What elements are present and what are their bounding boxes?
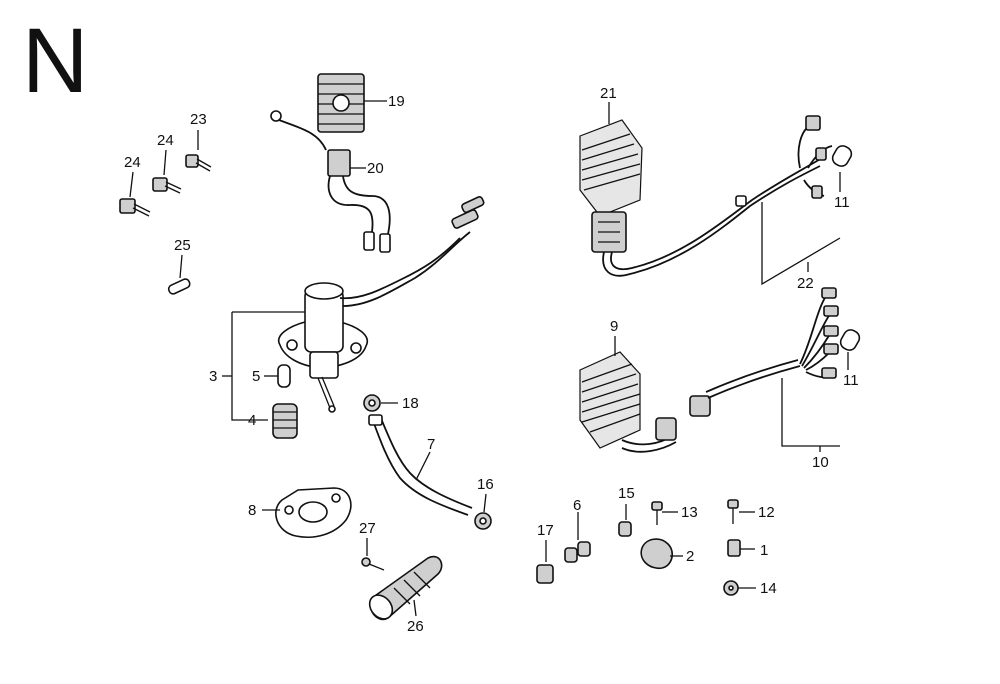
cap-11-top xyxy=(831,145,853,167)
callout-27: 27 xyxy=(359,520,376,537)
callout-20: 20 xyxy=(367,160,384,177)
bolt-23 xyxy=(185,154,212,172)
callout-6: 6 xyxy=(573,497,581,514)
nut-15 xyxy=(618,521,632,537)
clamp-16 xyxy=(474,512,492,530)
callout-10: 10 xyxy=(812,454,829,471)
callout-5: 5 xyxy=(252,368,260,385)
callout-22: 22 xyxy=(797,275,814,292)
harness-22 xyxy=(602,115,833,277)
callout-7: 7 xyxy=(427,436,435,453)
callout-8: 8 xyxy=(248,502,256,519)
leader-22-bracket xyxy=(761,202,841,286)
grip-26 xyxy=(368,555,443,621)
bolt-24-upper xyxy=(152,177,182,194)
callout-26: 26 xyxy=(407,618,424,635)
callout-19: 19 xyxy=(388,93,405,110)
leader-7 xyxy=(415,451,431,481)
callout-24-lower: 24 xyxy=(124,154,141,171)
bolt-24-lower xyxy=(119,198,151,217)
solenoid-3 xyxy=(277,196,485,413)
cap-2 xyxy=(640,538,674,570)
callout-13: 13 xyxy=(681,504,698,521)
callout-24-upper: 24 xyxy=(157,132,174,149)
screw-13 xyxy=(651,501,663,525)
rectifier-19 xyxy=(317,73,365,133)
callout-11-top: 11 xyxy=(834,194,850,211)
harness-10 xyxy=(621,287,839,453)
hose-7 xyxy=(368,414,473,516)
section-letter: N xyxy=(22,10,88,112)
callout-4: 4 xyxy=(248,412,256,429)
callout-3: 3 xyxy=(209,368,217,385)
harness-20 xyxy=(270,110,391,253)
spring-4 xyxy=(272,403,298,439)
leader-24b xyxy=(129,171,134,198)
regulator-21 xyxy=(579,119,643,253)
bolt-1 xyxy=(727,539,741,557)
pin-25 xyxy=(167,278,191,295)
callout-16: 16 xyxy=(477,476,494,493)
callout-2: 2 xyxy=(686,548,694,565)
callout-1: 1 xyxy=(760,542,768,559)
callout-9: 9 xyxy=(610,318,618,335)
callout-14: 14 xyxy=(760,580,777,597)
cap-11-bottom xyxy=(839,329,861,351)
leader-25 xyxy=(179,254,183,279)
callout-25: 25 xyxy=(174,237,191,254)
callout-17: 17 xyxy=(537,522,554,539)
screw-12 xyxy=(727,499,739,524)
callout-11-bottom: 11 xyxy=(843,372,859,389)
gasket-8 xyxy=(275,487,352,538)
plunger-5 xyxy=(277,364,291,388)
leader-26 xyxy=(413,599,417,617)
bolt-27 xyxy=(361,557,385,571)
washer-14 xyxy=(723,580,739,596)
regulator-9 xyxy=(579,351,641,449)
callout-15: 15 xyxy=(618,485,635,502)
clamp-18 xyxy=(363,394,381,412)
callout-18: 18 xyxy=(402,395,419,412)
callout-23: 23 xyxy=(190,111,207,128)
leader-10-bracket xyxy=(781,378,840,447)
callout-21: 21 xyxy=(600,85,617,102)
leader-16 xyxy=(483,493,487,513)
grommet-6 xyxy=(564,541,591,563)
leader-24a xyxy=(163,149,167,176)
callout-12: 12 xyxy=(758,504,775,521)
nut-17 xyxy=(536,564,554,584)
leader-3-bracket xyxy=(231,312,268,421)
